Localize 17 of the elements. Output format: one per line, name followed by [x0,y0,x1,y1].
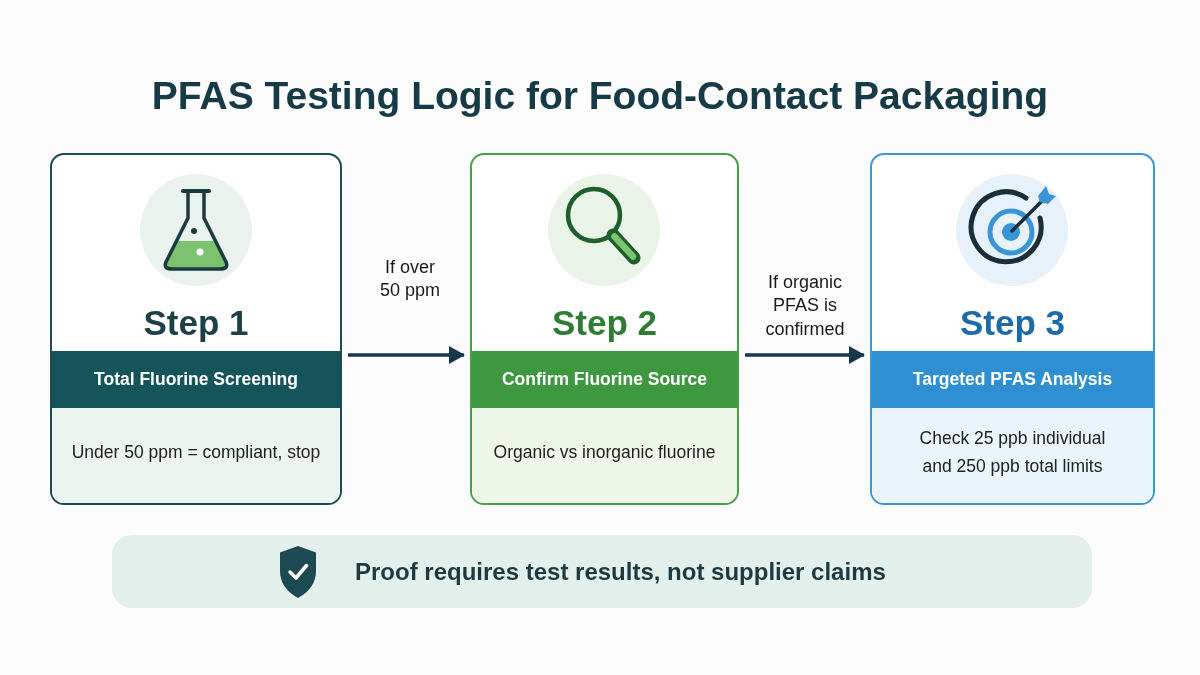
diagram-title: PFAS Testing Logic for Food-Contact Packaging [151,74,1049,118]
step-description: Under 50 ppm = compliant, stop [71,440,321,464]
step-title: Total Fluorine Screening [94,369,298,390]
note-banner [112,535,1092,608]
step-heading: Step 1 [143,303,249,344]
arrow [348,346,465,364]
step-title: Targeted PFAS Analysis [912,369,1113,390]
arrow [745,346,865,364]
step-card [870,153,1155,505]
step-heading: Step 3 [960,303,1065,344]
step-card [50,153,342,505]
step-heading: Step 2 [552,303,657,344]
step-description: Organic vs inorganic fluorine [493,440,716,464]
step-card [470,153,739,505]
step-title: Confirm Fluorine Source [501,369,708,390]
note-text: Proof requires test results, not supplier claims [355,557,886,586]
step-description: Check 25 ppb individual and 250 ppb total limits [918,426,1107,478]
